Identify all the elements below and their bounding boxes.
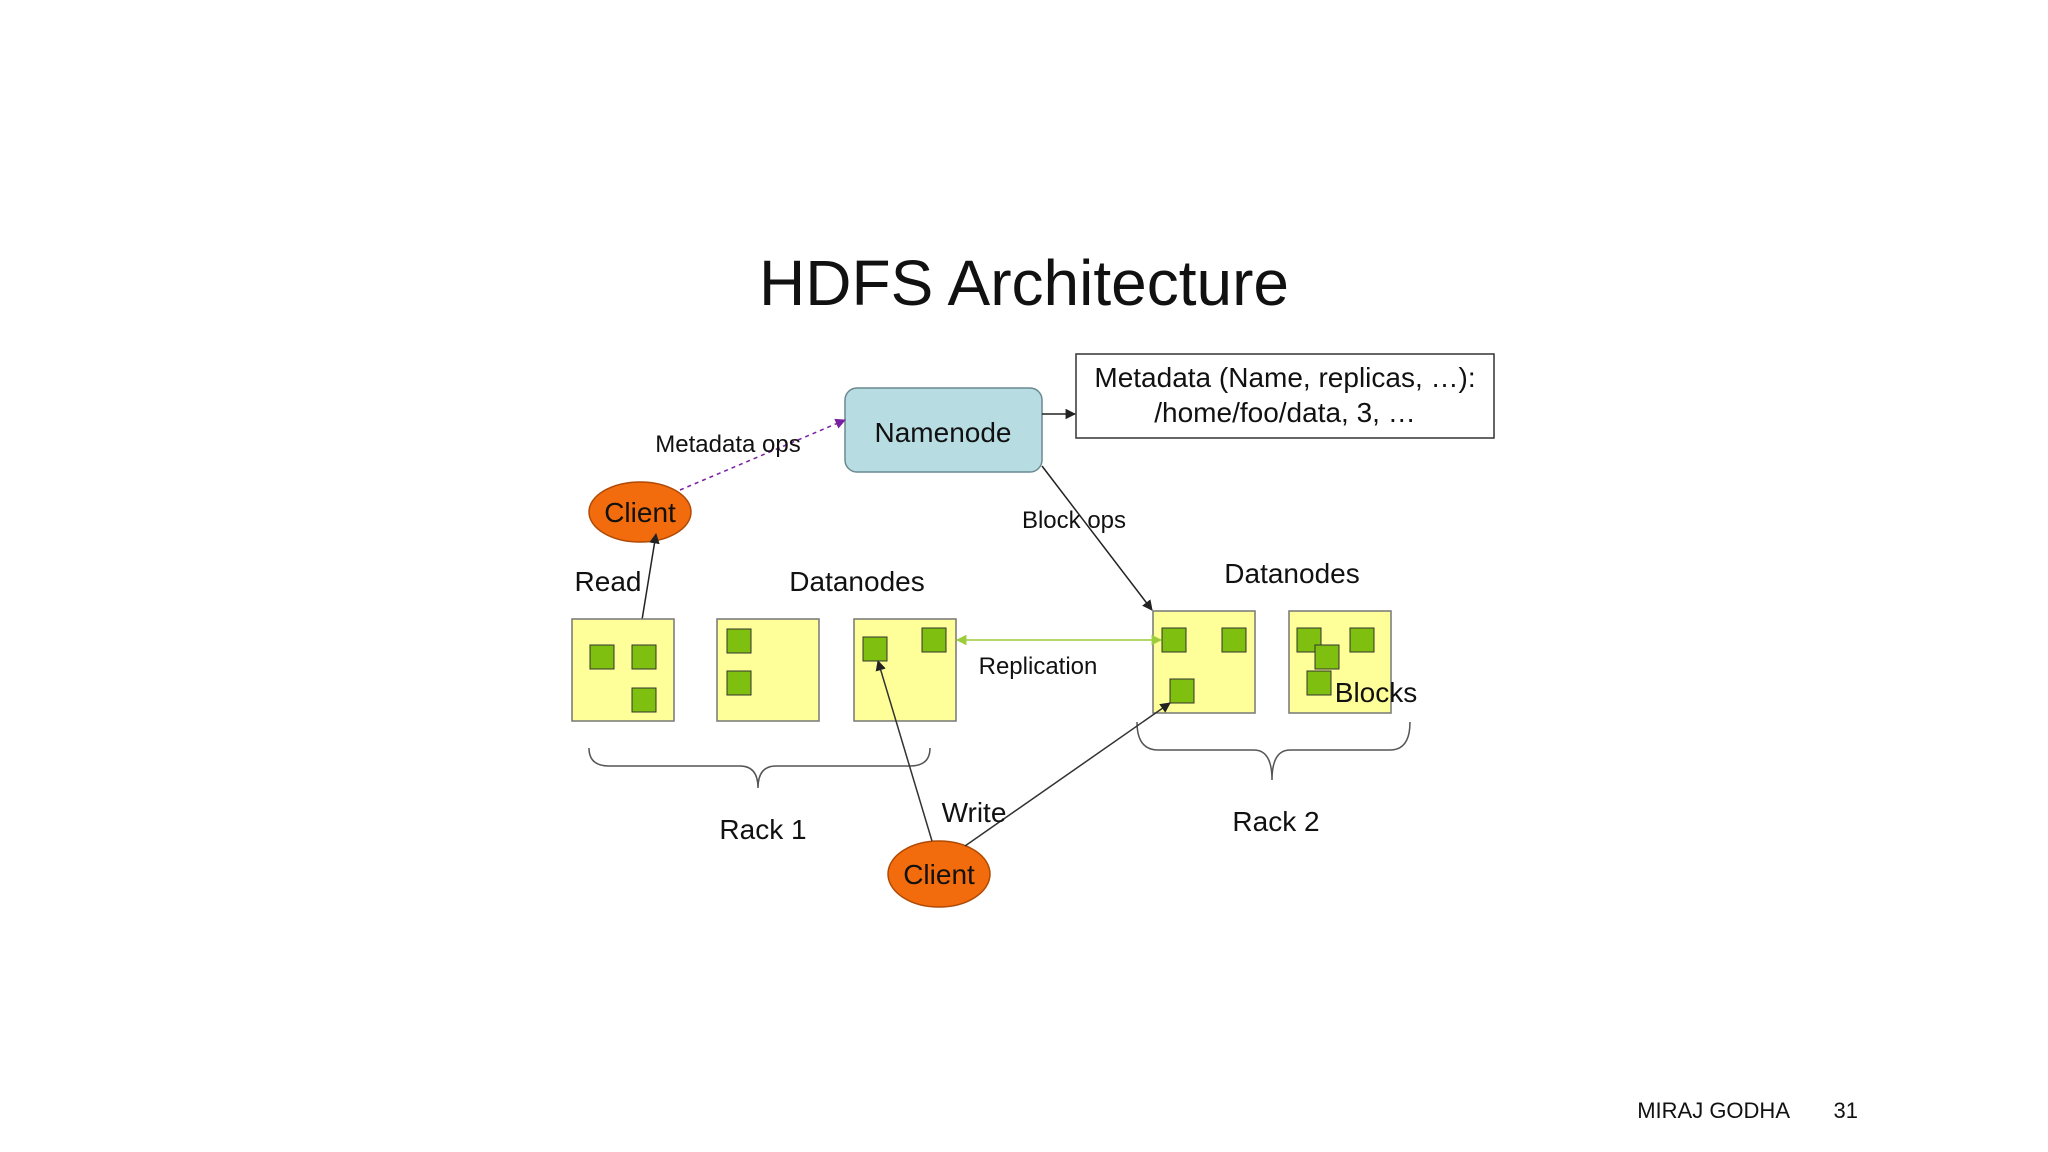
rack1-brace [588, 747, 931, 789]
rack1-label: Rack 1 [719, 814, 806, 845]
block [862, 636, 888, 662]
block [1349, 627, 1375, 653]
block [1314, 644, 1340, 670]
footer-author: MIRAJ GODHA [1637, 1098, 1790, 1123]
client-bottom [887, 840, 991, 908]
metadata-line2: /home/foo/data, 3, … [1154, 397, 1416, 428]
block [631, 687, 657, 713]
block [1221, 627, 1247, 653]
datanodes-left-label: Datanodes [789, 566, 924, 597]
client-bottom-label: Client [903, 859, 975, 890]
rack2-label: Rack 2 [1232, 806, 1319, 837]
block-ops-arrow [1041, 465, 1153, 611]
metadata-box [1075, 353, 1495, 439]
write-label: Write [942, 797, 1007, 828]
block-ops-label: Block ops [1022, 507, 1126, 534]
page-number: 31 [1833, 1098, 1858, 1123]
metadata-line1: Metadata (Name, replicas, …): [1094, 362, 1475, 393]
slide-title: HDFS Architecture [759, 247, 1289, 319]
read-arrow [640, 532, 660, 627]
block [921, 627, 947, 653]
block [726, 628, 752, 654]
metadata-ops-label: Metadata ops [655, 431, 800, 458]
metadata-ops-arrow [679, 418, 846, 491]
client-top-label: Client [604, 497, 676, 528]
namenode-box [844, 387, 1043, 473]
write-arrow-rack1 [875, 659, 933, 842]
blocks-label: Blocks [1335, 677, 1417, 708]
block [1169, 678, 1195, 704]
block [1161, 627, 1187, 653]
datanode-rack2-1 [1152, 610, 1256, 714]
read-label: Read [575, 566, 642, 597]
datanodes-right-label: Datanodes [1224, 558, 1359, 589]
block [631, 644, 657, 670]
client-top [588, 481, 692, 543]
rack2-brace [1136, 721, 1411, 781]
write-arrow-rack2 [964, 702, 1171, 847]
block [726, 670, 752, 696]
block [589, 644, 615, 670]
block [1306, 670, 1332, 696]
datanode-rack1-1 [571, 618, 675, 722]
namenode-label: Namenode [875, 417, 1012, 448]
replication-label: Replication [979, 653, 1098, 680]
